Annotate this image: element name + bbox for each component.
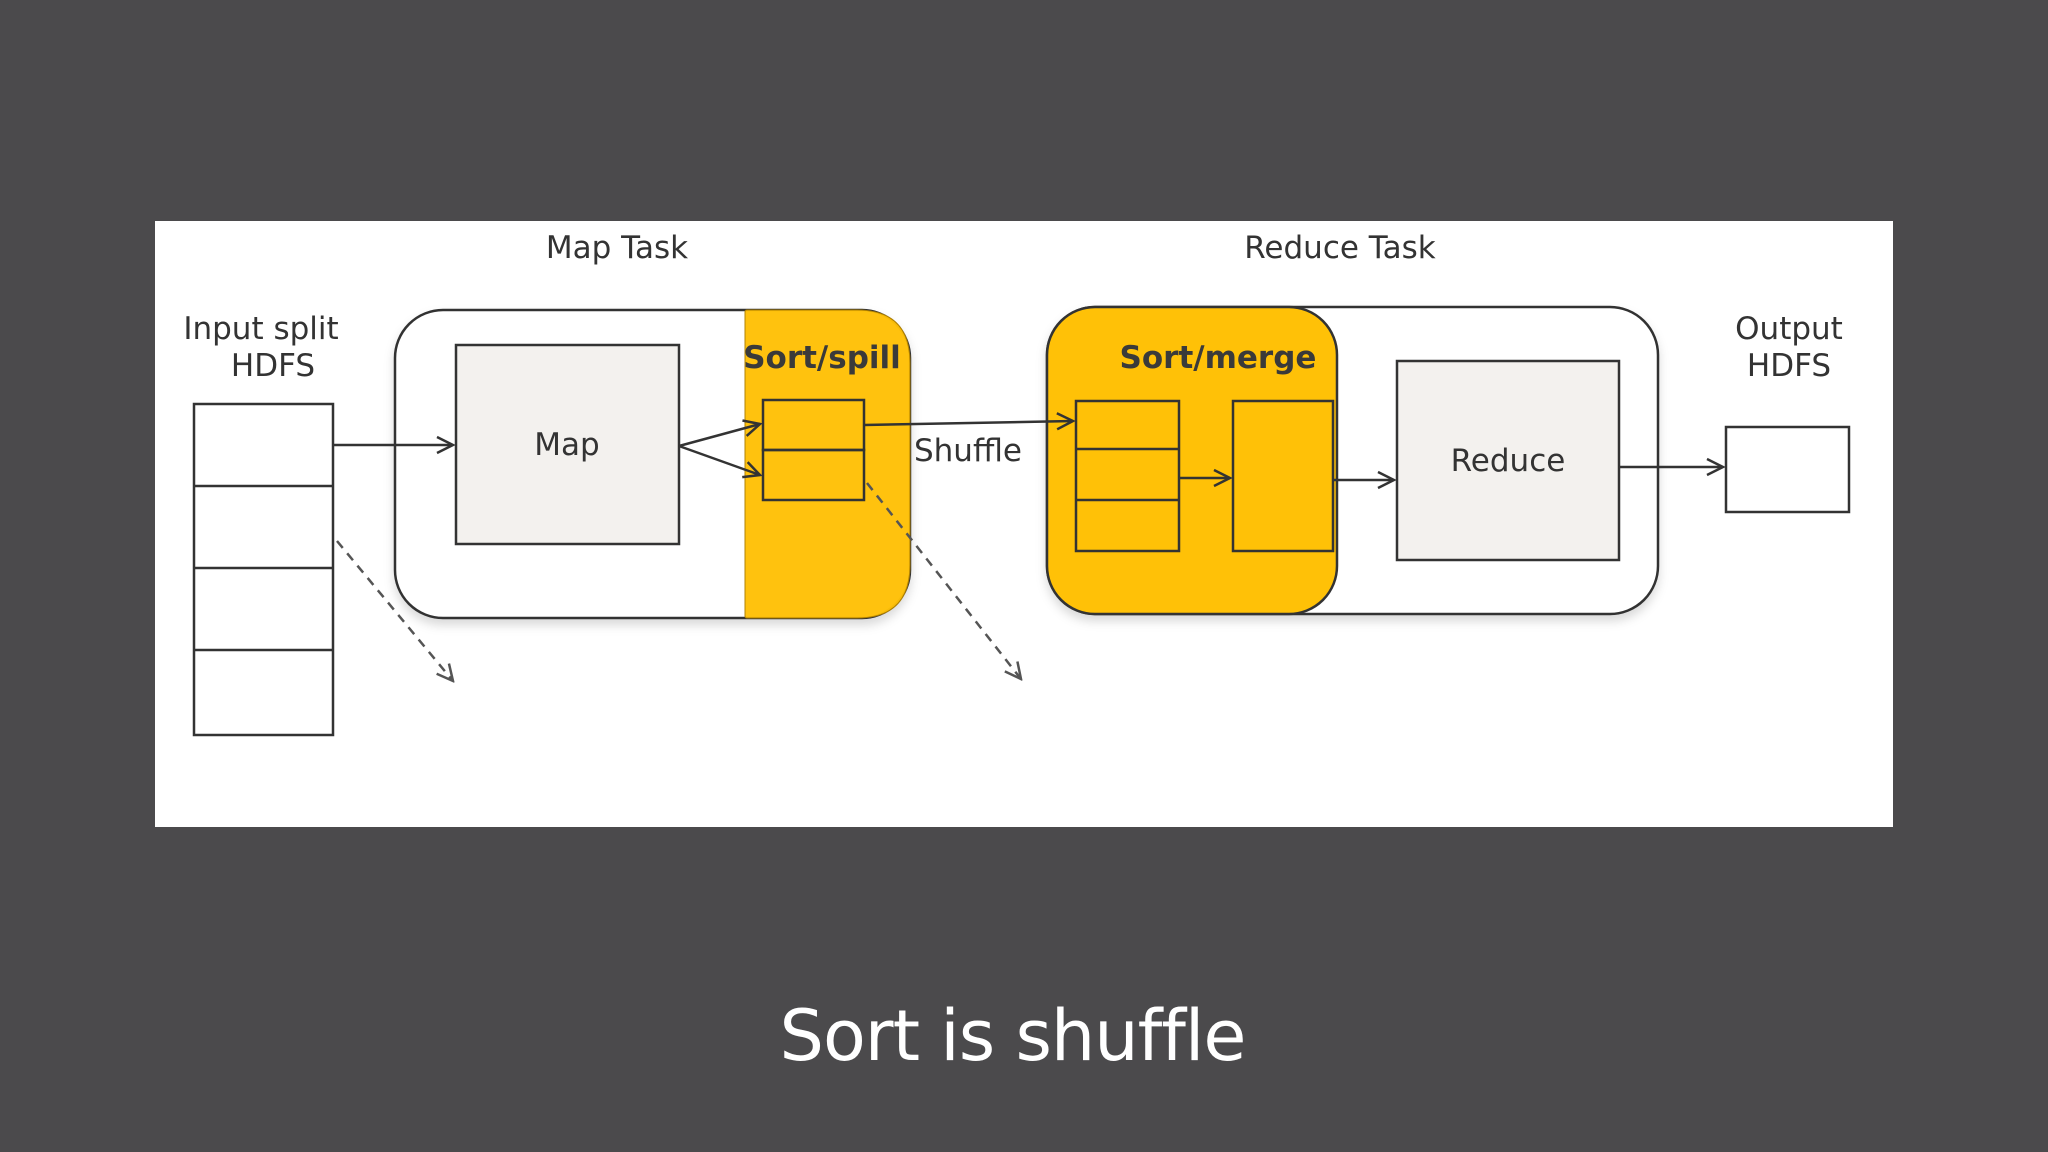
- reduce-box: [1395, 359, 1621, 562]
- input-split-frame: [192, 402, 335, 737]
- merge-segment-stack: [1074, 399, 1181, 553]
- merged-output-box: [1231, 399, 1335, 553]
- sort-merge-label: Sort/merge: [1120, 340, 1317, 376]
- map-task-header: Map Task: [546, 230, 688, 266]
- sort-spill-label: Sort/spill: [743, 340, 901, 376]
- output-hdfs-label: HDFS: [1747, 348, 1831, 384]
- diagram-panel: Map Task Reduce Task Input split HDFS: [155, 221, 1893, 827]
- sort-spill-highlight: [744, 309, 911, 619]
- shuffle-arrow: [863, 421, 1073, 425]
- shuffle-label: Shuffle: [914, 433, 1022, 469]
- input-split-label: Input split: [183, 311, 338, 347]
- reduce-label: Reduce: [1451, 443, 1566, 479]
- map-to-spill-arrow: [678, 424, 760, 448]
- reduce-task-header: Reduce Task: [1244, 230, 1435, 266]
- slide-caption: Sort is shuffle: [779, 995, 1247, 1077]
- output-label: Output: [1735, 311, 1843, 347]
- input-split-stack: [192, 402, 335, 737]
- input-hdfs-label: HDFS: [231, 348, 315, 384]
- mapreduce-diagram: Map Task Reduce Task Input split HDFS: [183, 230, 1851, 737]
- spill-buffer-box: [761, 448, 866, 502]
- dashed-arrow: [336, 540, 453, 681]
- map-label: Map: [534, 427, 599, 463]
- sort-merge-highlight: [1045, 305, 1339, 616]
- map-to-spill-arrow: [678, 444, 760, 475]
- output-hdfs-box: [1724, 425, 1851, 514]
- map-box: [454, 343, 681, 546]
